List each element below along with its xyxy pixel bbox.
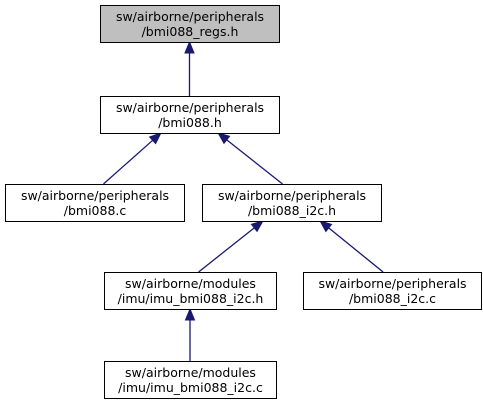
node-bmi088-c[interactable]: sw/airborne/peripherals/bmi088.c: [5, 184, 185, 222]
arrowhead-icon: [217, 132, 231, 145]
node-label-line1: sw/airborne/peripherals: [21, 188, 169, 203]
node-label-line1: sw/airborne/peripherals: [116, 9, 264, 24]
edge-line: [328, 227, 384, 273]
arrowhead-icon: [250, 220, 264, 233]
node-box: [5, 184, 185, 222]
node-box: [100, 96, 280, 134]
node-bmi088-i2c-c[interactable]: sw/airborne/peripherals/bmi088_i2c.c: [303, 272, 482, 310]
node-label-line2: /bmi088.c: [64, 203, 127, 218]
node-imu-bmi088-i2c-c[interactable]: sw/airborne/modules/imu/imu_bmi088_i2c.c: [104, 361, 277, 399]
node-label-line2: /imu/imu_bmi088_i2c.h: [118, 291, 264, 306]
node-label-line1: sw/airborne/peripherals: [218, 188, 366, 203]
edge-bmi088_i2c_c-to-bmi088_i2c_h: [319, 220, 384, 273]
edge-bmi088_c-to-bmi088_h: [103, 132, 162, 185]
node-label-line2: /bmi088.h: [158, 115, 222, 130]
node-box: [100, 5, 280, 43]
arrowhead-icon: [184, 40, 195, 54]
node-box: [202, 184, 382, 222]
node-label-line2: /bmi088_i2c.h: [248, 203, 336, 218]
node-box: [104, 361, 277, 399]
node-bmi088-i2c-h[interactable]: sw/airborne/peripherals/bmi088_i2c.h: [202, 184, 382, 222]
node-label-line2: /bmi088_i2c.c: [349, 291, 436, 306]
edge-bmi088_h-to-bmi088_regs_h: [184, 40, 195, 96]
node-label-line1: sw/airborne/modules: [125, 276, 256, 291]
arrowhead-icon: [148, 132, 162, 145]
node-label-line2: /bmi088_regs.h: [142, 24, 239, 39]
edge-imu_bmi088_i2c_h-to-bmi088_i2c_h: [198, 220, 264, 273]
node-label-line1: sw/airborne/modules: [125, 365, 256, 380]
edge-line: [103, 139, 154, 185]
node-bmi088-regs-h: sw/airborne/peripherals/bmi088_regs.h: [100, 5, 280, 43]
node-imu-bmi088-i2c-h[interactable]: sw/airborne/modules/imu/imu_bmi088_i2c.h: [104, 272, 277, 310]
edge-bmi088_i2c_h-to-bmi088_h: [217, 132, 283, 185]
arrowhead-icon: [184, 307, 196, 321]
nodes-layer: sw/airborne/peripherals/bmi088_regs.hsw/…: [5, 5, 482, 399]
node-box: [104, 272, 277, 310]
node-label-line2: /imu/imu_bmi088_i2c.c: [118, 380, 263, 395]
edge-line: [198, 227, 255, 273]
edges-layer: [103, 40, 384, 361]
node-bmi088-h[interactable]: sw/airborne/peripherals/bmi088.h: [100, 96, 280, 134]
edge-line: [226, 139, 283, 185]
node-box: [303, 272, 482, 310]
node-label-line1: sw/airborne/peripherals: [116, 100, 264, 115]
node-label-line1: sw/airborne/peripherals: [318, 276, 466, 291]
edge-imu_bmi088_i2c_c-to-imu_bmi088_i2c_h: [184, 307, 196, 361]
arrowhead-icon: [319, 220, 333, 233]
